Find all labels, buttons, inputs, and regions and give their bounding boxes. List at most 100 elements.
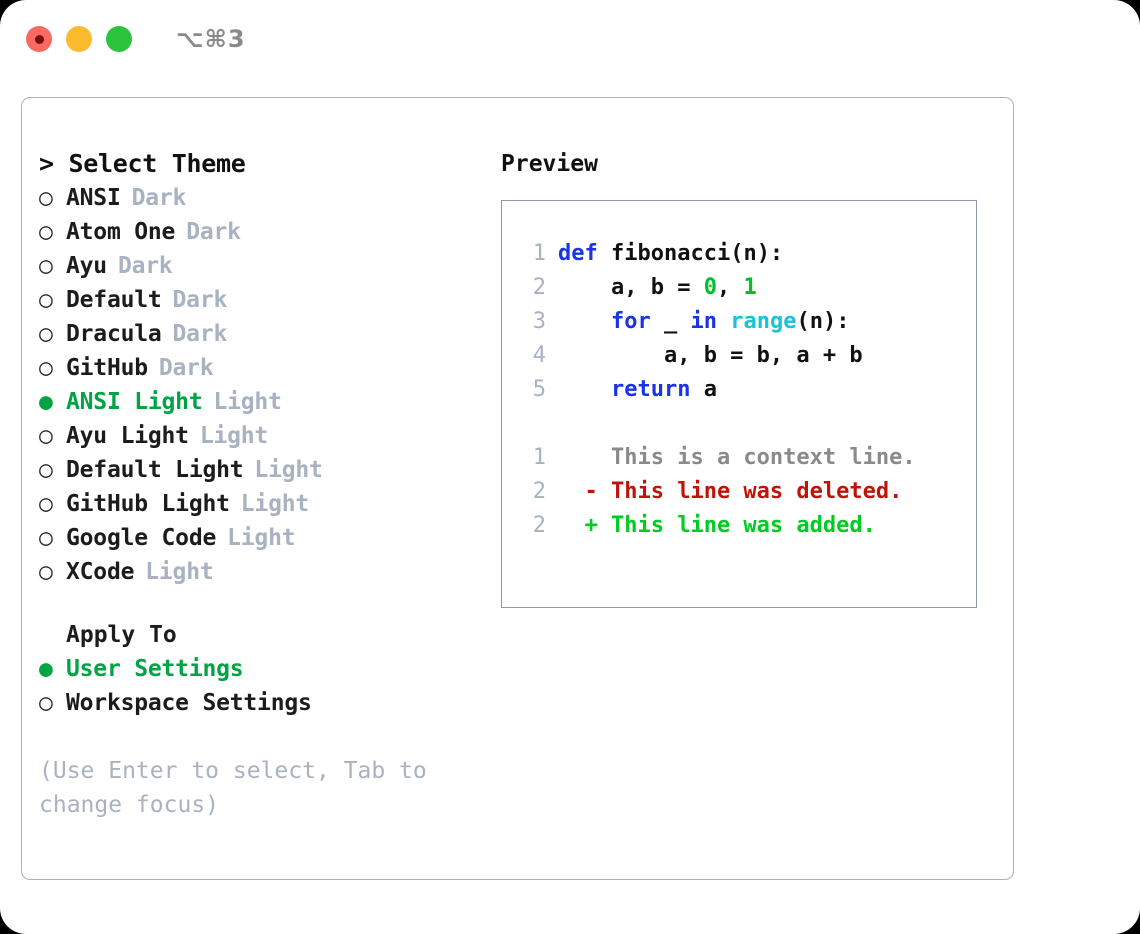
radio-selected-icon: ● [39,656,53,682]
diff-line-ctx: 1 This is a context line. [502,441,976,475]
radio-unselected-icon: ○ [39,423,53,449]
code-line: 4 a, b = b, a + b [502,339,976,373]
theme-option-label: Default Light [66,457,244,483]
token-id [558,377,611,402]
theme-option-label: GitHub [66,355,148,381]
preview-heading: Preview [501,151,598,177]
token-id: , [716,275,744,300]
line-number: 2 [532,275,546,300]
window-controls [26,26,132,52]
code-text: def fibonacci(n): [558,237,783,271]
line-number: 3 [532,309,546,334]
theme-option-4[interactable]: ○ Dracula Dark [39,317,489,351]
title-bar: ⌥⌘3 [0,0,1140,78]
apply-to-option-label: Workspace Settings [66,690,312,716]
radio-unselected-icon: ○ [39,253,53,279]
line-number: 2 [532,513,546,538]
maximize-button[interactable] [106,26,132,52]
token-num: 1 [743,275,757,300]
theme-option-kind-badge: Dark [172,287,228,313]
radio-unselected-icon: ○ [39,525,53,551]
theme-option-label: ANSI Light [66,389,203,415]
radio-selected-icon: ● [39,389,53,415]
apply-to-option-label: User Settings [66,656,244,682]
code-line: 2 a, b = 0, 1 [502,271,976,305]
apply-to-option-0[interactable]: ● User Settings [39,652,489,686]
radio-unselected-icon: ○ [39,690,53,716]
apply-to-option-1[interactable]: ○ Workspace Settings [39,686,489,720]
diff-text: This is a context line. [558,445,916,470]
theme-option-kind-badge: Dark [172,321,228,347]
theme-option-label: Ayu Light [66,423,189,449]
theme-option-label: Ayu [66,253,107,279]
code-line: 3 for _ in range(n): [502,305,976,339]
line-number: 1 [532,445,546,470]
token-id [717,309,730,334]
apply-to-list[interactable]: ● User Settings ○ Workspace Settings [39,652,489,720]
theme-option-8[interactable]: ○ Default Light Light [39,453,489,487]
theme-option-kind-badge: Dark [186,219,241,245]
theme-option-label: Atom One [66,219,176,245]
select-theme-heading: > Select Theme [39,149,246,178]
token-id: a [690,377,717,402]
token-id: (n): [796,309,850,334]
token-id [558,309,611,334]
close-button[interactable] [26,26,52,52]
code-line: 5 return a [502,373,976,407]
diff-text: + This line was added. [558,513,876,538]
keyboard-hint-text: (Use Enter to select, Tab to change focu… [39,758,427,818]
theme-option-label: ANSI [66,185,121,211]
token-id: a, b = [558,275,704,300]
radio-unselected-icon: ○ [39,559,53,585]
radio-unselected-icon: ○ [39,287,53,313]
theme-option-kind-badge: Light [213,389,282,415]
theme-option-1[interactable]: ○ Atom One Dark [39,215,489,249]
theme-option-kind-badge: Light [254,457,323,483]
token-kw: def [558,241,598,266]
apply-to-heading: Apply To [66,622,177,648]
theme-option-7[interactable]: ○ Ayu Light Light [39,419,489,453]
theme-option-3[interactable]: ○ Default Dark [39,283,489,317]
code-text: return a [558,373,717,407]
minimize-button[interactable] [66,26,92,52]
code-diff-spacer [502,407,976,441]
theme-option-kind-badge: Light [199,423,269,449]
code-text: for _ in range(n): [558,305,849,339]
line-number: 5 [532,377,546,402]
token-id: a, b = b, a + b [558,343,863,368]
radio-unselected-icon: ○ [39,219,53,245]
theme-option-label: Dracula [66,321,162,347]
theme-option-2[interactable]: ○ Ayu Dark [39,249,489,283]
theme-option-6[interactable]: ● ANSI Light Light [39,385,489,419]
radio-unselected-icon: ○ [39,321,53,347]
theme-option-kind-badge: Dark [117,253,173,279]
radio-unselected-icon: ○ [39,355,53,381]
close-icon [34,34,44,44]
theme-option-label: Default [66,287,162,313]
code-text: a, b = 0, 1 [558,271,757,305]
keyboard-shortcut-label: ⌥⌘3 [176,25,246,53]
theme-option-kind-badge: Dark [131,185,187,211]
diff-line-del: 2 - This line was deleted. [502,475,976,509]
code-text: a, b = b, a + b [558,339,863,373]
radio-unselected-icon: ○ [39,457,53,483]
theme-option-kind-badge: Light [227,525,296,551]
theme-option-kind-badge: Light [240,491,310,517]
theme-option-label: XCode [66,559,135,585]
diff-line-add: 2 + This line was added. [502,509,976,543]
line-number: 4 [532,343,546,368]
token-id: fibonacci(n): [597,241,784,266]
